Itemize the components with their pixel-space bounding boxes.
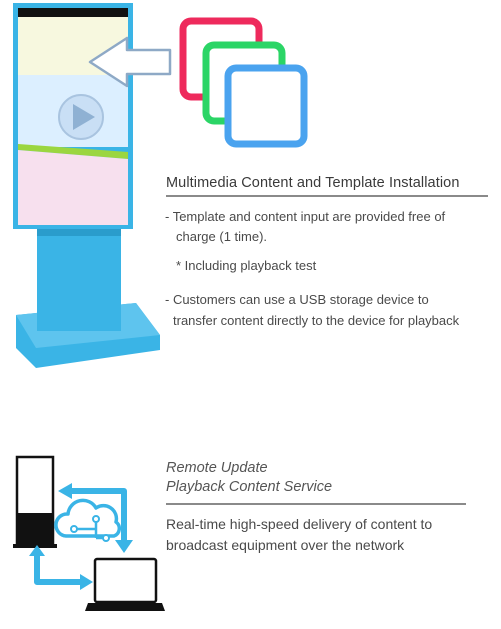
bullet-free-input-cont: charge (1 time). bbox=[176, 229, 268, 244]
bullet-playback-test: * Including playback test bbox=[176, 258, 317, 273]
stacked-frames-icon bbox=[179, 17, 308, 148]
sync-arrows-icon bbox=[34, 488, 127, 585]
laptop-icon bbox=[85, 557, 165, 611]
kiosk-stand bbox=[37, 226, 121, 331]
bullet-usb-transfer-cont: transfer content directly to the device … bbox=[173, 313, 460, 328]
panel-bottom bbox=[18, 150, 128, 225]
desc-line-2: broadcast equipment over the network bbox=[166, 537, 405, 553]
green-bar bbox=[18, 144, 128, 159]
title-line-2: Playback Content Service bbox=[166, 479, 333, 495]
standing-display-icon bbox=[13, 455, 57, 548]
arrow-left-icon bbox=[88, 36, 172, 88]
remote-update-description: Real-time high-speed delivery of content… bbox=[166, 514, 432, 556]
play-icon bbox=[58, 94, 104, 140]
bullet-usb-transfer: - Customers can use a USB storage device… bbox=[165, 292, 429, 307]
desc-line-1: Real-time high-speed delivery of content… bbox=[166, 516, 433, 532]
title-line-1: Remote Update bbox=[166, 460, 268, 476]
bullet-free-input: - Template and content input are provide… bbox=[165, 209, 446, 224]
section-title-installation: Multimedia Content and Template Installa… bbox=[166, 175, 488, 197]
section-title-remote-update: Remote Update Playback Content Service bbox=[166, 459, 466, 505]
cloud-network-icon bbox=[54, 498, 121, 542]
